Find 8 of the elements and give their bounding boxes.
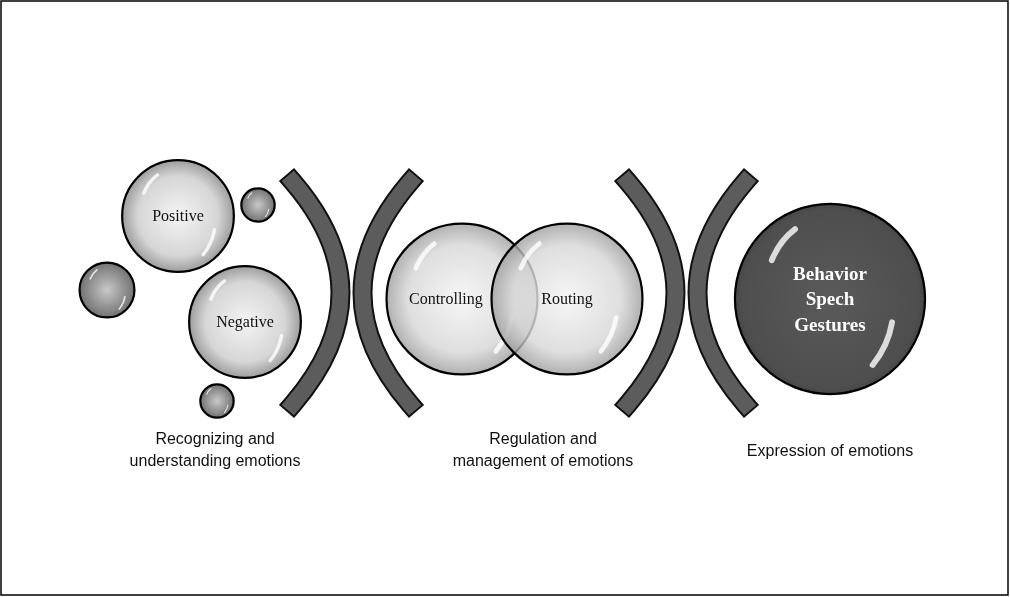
node-label: Routing (541, 290, 593, 308)
stage-caption: Expression of emotions (745, 441, 915, 461)
node-label: Negative (216, 313, 274, 331)
node-label: Behavior Spech Gestures (792, 261, 868, 337)
node-label: Positive (152, 207, 204, 225)
stage-caption: Recognizing and understanding emotions (128, 429, 302, 471)
stage-caption: Regulation and management of emotions (451, 429, 635, 471)
node-label: Controlling (409, 290, 483, 308)
